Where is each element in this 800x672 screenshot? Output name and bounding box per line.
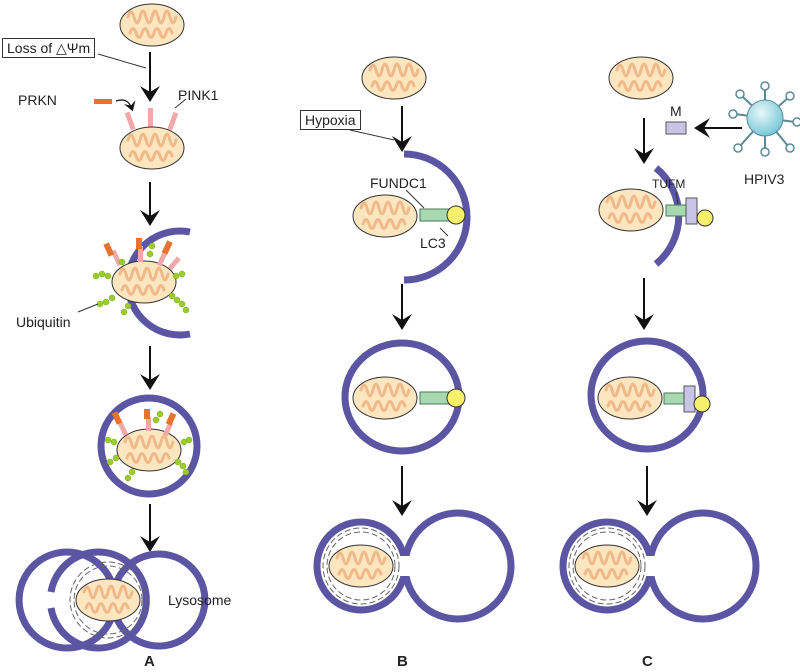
panel-c bbox=[559, 55, 800, 623]
callout-line-b bbox=[349, 129, 395, 141]
mitochondrion-b1 bbox=[360, 55, 428, 101]
panel-b bbox=[313, 55, 515, 623]
hypoxia-label: Hypoxia bbox=[300, 110, 361, 130]
mitochondrion-c3 bbox=[596, 375, 664, 421]
panel-letter-c: C bbox=[642, 653, 653, 670]
autophagosome-c bbox=[587, 337, 707, 453]
m-protein-label: M bbox=[670, 103, 682, 119]
prkn-bar bbox=[94, 99, 112, 104]
loss-of-potential-label: Loss of △Ψm bbox=[2, 38, 96, 58]
mitochondrion-a2 bbox=[118, 125, 186, 171]
mitochondrion-a1 bbox=[118, 2, 186, 48]
virus-particle bbox=[728, 81, 800, 157]
mitochondrion-c1 bbox=[607, 55, 675, 101]
mitochondrion-b2 bbox=[351, 193, 419, 239]
lc3-b bbox=[446, 205, 466, 225]
m-protein bbox=[665, 121, 687, 135]
hpiv3-label: HPIV3 bbox=[744, 171, 785, 187]
prkn-curved-arrow bbox=[115, 99, 136, 112]
panel-letter-b: B bbox=[397, 653, 408, 670]
callout-line-a bbox=[97, 53, 147, 69]
m-protein-bound bbox=[685, 197, 698, 225]
pink1-stub bbox=[148, 108, 153, 128]
panel-a bbox=[15, 2, 209, 652]
lysosome-label: Lysosome bbox=[168, 592, 232, 608]
panel-letter-a: A bbox=[144, 653, 155, 670]
tufm-label: TUFM bbox=[652, 177, 686, 191]
autophagosome-a bbox=[97, 394, 201, 498]
pink1-label: PINK1 bbox=[178, 87, 219, 103]
mitochondrion-a4 bbox=[115, 427, 183, 473]
pink1-stub bbox=[167, 111, 179, 131]
fundc1-label: FUNDC1 bbox=[370, 175, 427, 191]
pink1-stub bbox=[124, 111, 136, 131]
phagophore-b1 bbox=[403, 150, 471, 284]
mitochondrion-b3 bbox=[351, 375, 419, 421]
mitochondrion-c2 bbox=[597, 187, 665, 233]
ubiquitin-chains bbox=[92, 242, 190, 316]
autolysosome-a bbox=[15, 548, 209, 652]
mitochondrion-a5 bbox=[74, 577, 142, 623]
tufm-c bbox=[665, 204, 689, 217]
prkn-label: PRKN bbox=[18, 92, 57, 108]
ubiquitin-label: Ubiquitin bbox=[16, 314, 71, 330]
lysosome-b bbox=[401, 509, 515, 623]
lysosome-c bbox=[646, 509, 760, 623]
fundc1-b bbox=[419, 208, 451, 222]
mitochondrion-a3 bbox=[110, 259, 178, 305]
pink1-callout bbox=[174, 98, 187, 109]
ubiquitin-callout bbox=[77, 303, 99, 313]
lc3-c bbox=[696, 209, 714, 227]
lc3-label: LC3 bbox=[420, 235, 446, 251]
